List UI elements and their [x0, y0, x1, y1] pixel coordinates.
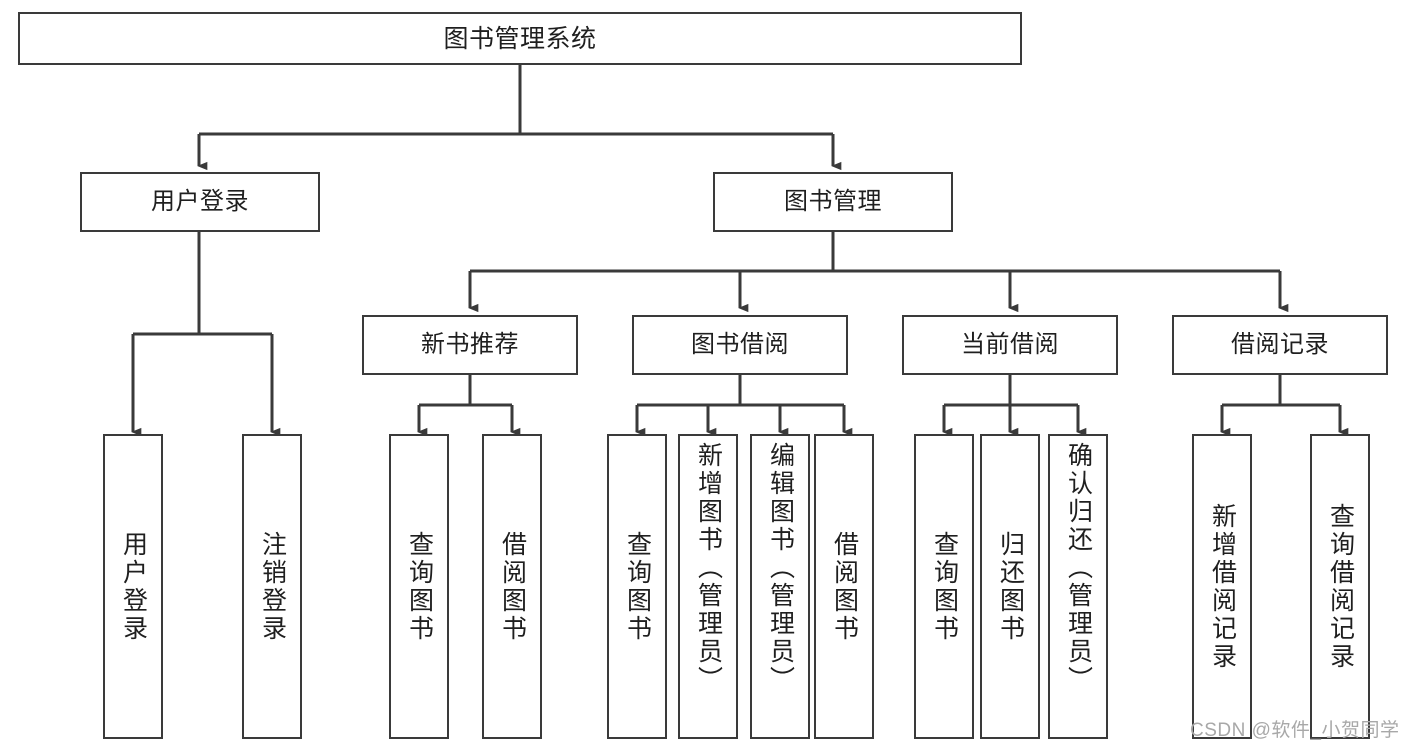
node-label: 借阅图书 [498, 530, 527, 643]
node-label: 用户登录 [119, 530, 148, 643]
node-leaf-add-book[interactable]: 新增图书（管理员） [678, 434, 738, 739]
node-label: 确认归还（管理员） [1064, 442, 1093, 694]
node-leaf-query-book-2[interactable]: 查询图书 [607, 434, 667, 739]
node-borrow-record[interactable]: 借阅记录 [1172, 315, 1388, 375]
node-label: 借阅图书 [830, 530, 859, 643]
node-leaf-query-book-3[interactable]: 查询图书 [914, 434, 974, 739]
node-user-login[interactable]: 用户登录 [80, 172, 320, 232]
node-new-book-recommend[interactable]: 新书推荐 [362, 315, 578, 375]
node-label: 新增借阅记录 [1208, 502, 1237, 671]
node-label: 图书管理系统 [443, 24, 597, 53]
node-label: 查询图书 [623, 530, 652, 643]
node-book-management[interactable]: 图书管理 [713, 172, 953, 232]
node-current-borrow[interactable]: 当前借阅 [902, 315, 1118, 375]
node-root-system[interactable]: 图书管理系统 [18, 12, 1022, 65]
node-leaf-user-login[interactable]: 用户登录 [103, 434, 163, 739]
node-leaf-query-record[interactable]: 查询借阅记录 [1310, 434, 1370, 739]
node-label: 用户登录 [151, 187, 249, 215]
node-label: 查询图书 [405, 530, 434, 643]
node-leaf-query-book-1[interactable]: 查询图书 [389, 434, 449, 739]
node-leaf-add-record[interactable]: 新增借阅记录 [1192, 434, 1252, 739]
node-leaf-borrow-book-2[interactable]: 借阅图书 [814, 434, 874, 739]
node-leaf-confirm-return[interactable]: 确认归还（管理员） [1048, 434, 1108, 739]
node-label: 查询图书 [930, 530, 959, 643]
node-leaf-borrow-book-1[interactable]: 借阅图书 [482, 434, 542, 739]
node-label: 归还图书 [996, 530, 1025, 643]
node-label: 图书借阅 [691, 330, 789, 358]
node-leaf-edit-book[interactable]: 编辑图书（管理员） [750, 434, 810, 739]
node-label: 编辑图书（管理员） [766, 442, 795, 694]
node-label: 借阅记录 [1231, 330, 1329, 358]
node-label: 注销登录 [258, 530, 287, 643]
node-leaf-return-book[interactable]: 归还图书 [980, 434, 1040, 739]
csdn-watermark: CSDN @软件_小贺同学 [1190, 720, 1400, 741]
node-book-borrow[interactable]: 图书借阅 [632, 315, 848, 375]
node-label: 当前借阅 [961, 330, 1059, 358]
node-label: 新增图书（管理员） [694, 442, 723, 694]
node-label: 新书推荐 [421, 330, 519, 358]
node-label: 图书管理 [784, 187, 882, 215]
node-leaf-logout-login[interactable]: 注销登录 [242, 434, 302, 739]
node-label: 查询借阅记录 [1326, 502, 1355, 671]
